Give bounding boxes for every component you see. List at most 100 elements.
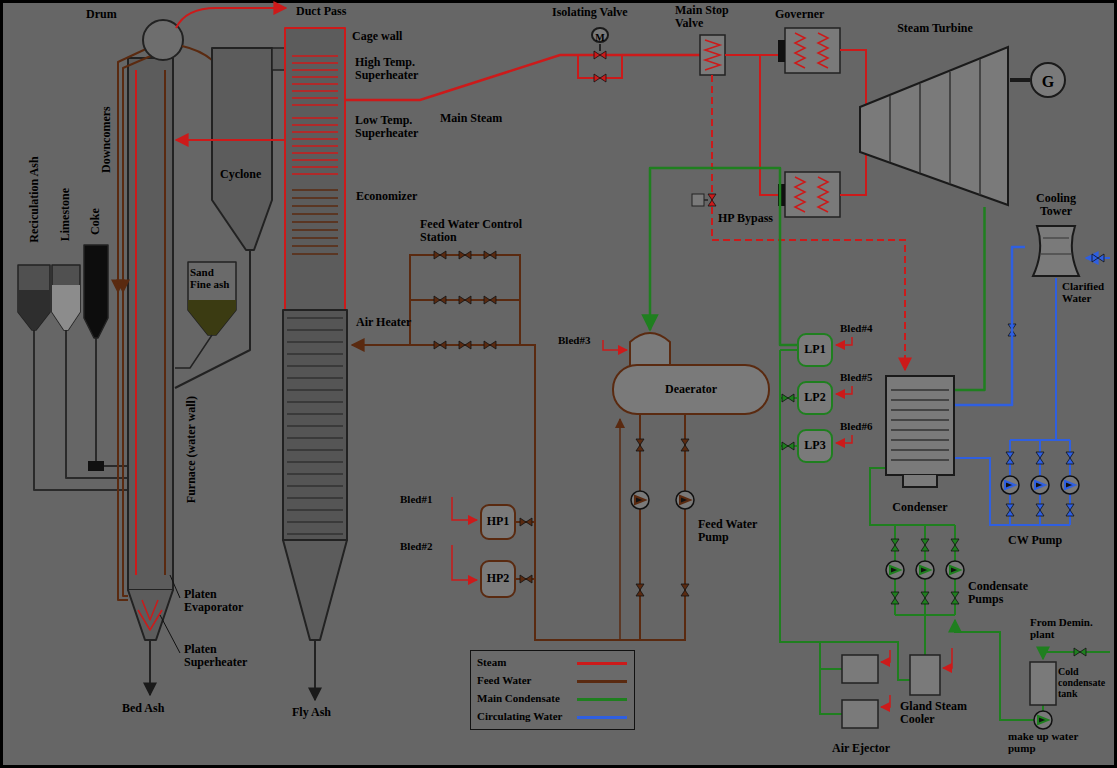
condensate-piping: [951, 592, 959, 604]
vertical-label: Limestone: [59, 188, 72, 241]
cooling-tower: Cooling Tower: [1025, 192, 1087, 278]
steam-piping: [594, 51, 606, 59]
boiler: [283, 310, 347, 540]
steam-piping: [795, 177, 828, 212]
shape-outline: [886, 376, 954, 475]
condensate-piping: [921, 539, 929, 551]
part-label: Governer: [775, 8, 824, 21]
boiler: [212, 48, 272, 250]
boiler: [88, 461, 104, 471]
feed-water-piping: [520, 518, 532, 526]
node-text: HP2: [487, 572, 510, 585]
legend-swatch: [577, 716, 627, 719]
steam-piping: [603, 340, 627, 350]
condensate-piping: [780, 350, 797, 446]
condensate-piping: [946, 561, 964, 579]
shape-outline: [1033, 226, 1079, 276]
shape-outline: [630, 333, 670, 367]
boiler: [176, 139, 285, 141]
boiler: [128, 58, 173, 590]
boiler: [84, 245, 108, 338]
steam-piping: [599, 44, 601, 51]
node-text: Deaerator: [665, 383, 717, 396]
boiler: [272, 48, 285, 70]
part-label: Air Ejector: [832, 742, 890, 755]
boiler: [175, 335, 212, 368]
part-label: Condensate Pumps: [968, 580, 1040, 606]
steam-piping: [452, 545, 477, 580]
feed-water-piping: [516, 522, 535, 579]
steam-piping: [785, 28, 840, 73]
boiler: [138, 600, 162, 630]
shape-outline: [798, 382, 832, 414]
part-label: Bled#2: [400, 540, 432, 552]
condensate-piping: [891, 539, 899, 551]
node-text: HP1: [487, 515, 510, 528]
feed-water-piping: [434, 341, 446, 349]
shape-outline: [860, 47, 1008, 205]
node-text: Steam Turbine: [897, 22, 973, 35]
boiler: [18, 8, 347, 700]
node-text: Condenser: [892, 501, 947, 514]
steam-piping: [692, 194, 704, 206]
vertical-label: Coke: [88, 209, 101, 236]
node-text: LP2: [804, 391, 825, 404]
shape-outline: [903, 475, 937, 487]
turbine-shaft: [1010, 78, 1030, 82]
condensate-piping: [820, 642, 842, 714]
shape-outline: [890, 59, 980, 195]
part-label: Cyclone: [220, 168, 261, 181]
boiler: [34, 330, 128, 490]
lp-heater: LP2: [797, 381, 833, 415]
legend-swatch: [577, 662, 627, 665]
legend-box: SteamFeed WaterMain CondensateCirculatin…: [470, 650, 635, 730]
boiler: [122, 280, 124, 292]
feed-water-piping: [681, 439, 689, 451]
condensate-piping: [951, 539, 959, 551]
legend-label: Circulating Water: [477, 710, 562, 722]
part-label: Bled#1: [400, 493, 432, 505]
part-label: Cold condensate tank: [1058, 666, 1110, 699]
condensate-piping: [842, 655, 878, 683]
steam-piping: [452, 497, 477, 520]
boiler: [292, 190, 338, 254]
condensate-piping: [916, 561, 934, 579]
steam-piping: [594, 74, 606, 82]
boiler: [283, 540, 347, 640]
part-label: Platen Superheater: [184, 643, 264, 669]
feed-water-piping: [459, 251, 471, 259]
feed-water-piping: [484, 251, 496, 259]
legend-label: Steam: [477, 656, 506, 668]
node-text: LP1: [804, 343, 825, 356]
legend-swatch: [577, 698, 627, 701]
feed-water-piping: [410, 255, 520, 345]
shape-outline: [891, 390, 949, 460]
vertical-label: Reciculation Ash: [27, 157, 40, 243]
boiler: [18, 265, 50, 330]
boiler: [292, 118, 338, 174]
part-label: Clarified Water: [1062, 280, 1112, 304]
circulating-water-piping: [1061, 476, 1079, 494]
part-label: Main Stop Valve: [675, 4, 735, 30]
part-label: Isolating Valve: [552, 6, 628, 19]
shape-outline: [798, 430, 832, 462]
condensate-pipe: [650, 168, 797, 345]
condensate-piping: [1074, 648, 1086, 656]
steam-piping: [700, 35, 725, 75]
shape-outline: [481, 505, 515, 539]
part-label: Bled#3: [558, 334, 590, 346]
condensate-piping: [782, 394, 794, 402]
steam-piping: [345, 55, 700, 100]
steam-piping: [836, 337, 852, 345]
part-label: Bled#5: [840, 371, 872, 383]
feed-water-piping: [520, 575, 532, 583]
condenser: Condenser: [885, 375, 955, 515]
feed-water-piping: [459, 296, 471, 304]
steam-piping: [785, 172, 840, 217]
condensate-piping: [1034, 711, 1052, 729]
boiler: [160, 575, 180, 653]
boiler: [135, 70, 137, 575]
node-text: G: [1042, 73, 1054, 91]
lp-heater: LP1: [797, 333, 833, 367]
